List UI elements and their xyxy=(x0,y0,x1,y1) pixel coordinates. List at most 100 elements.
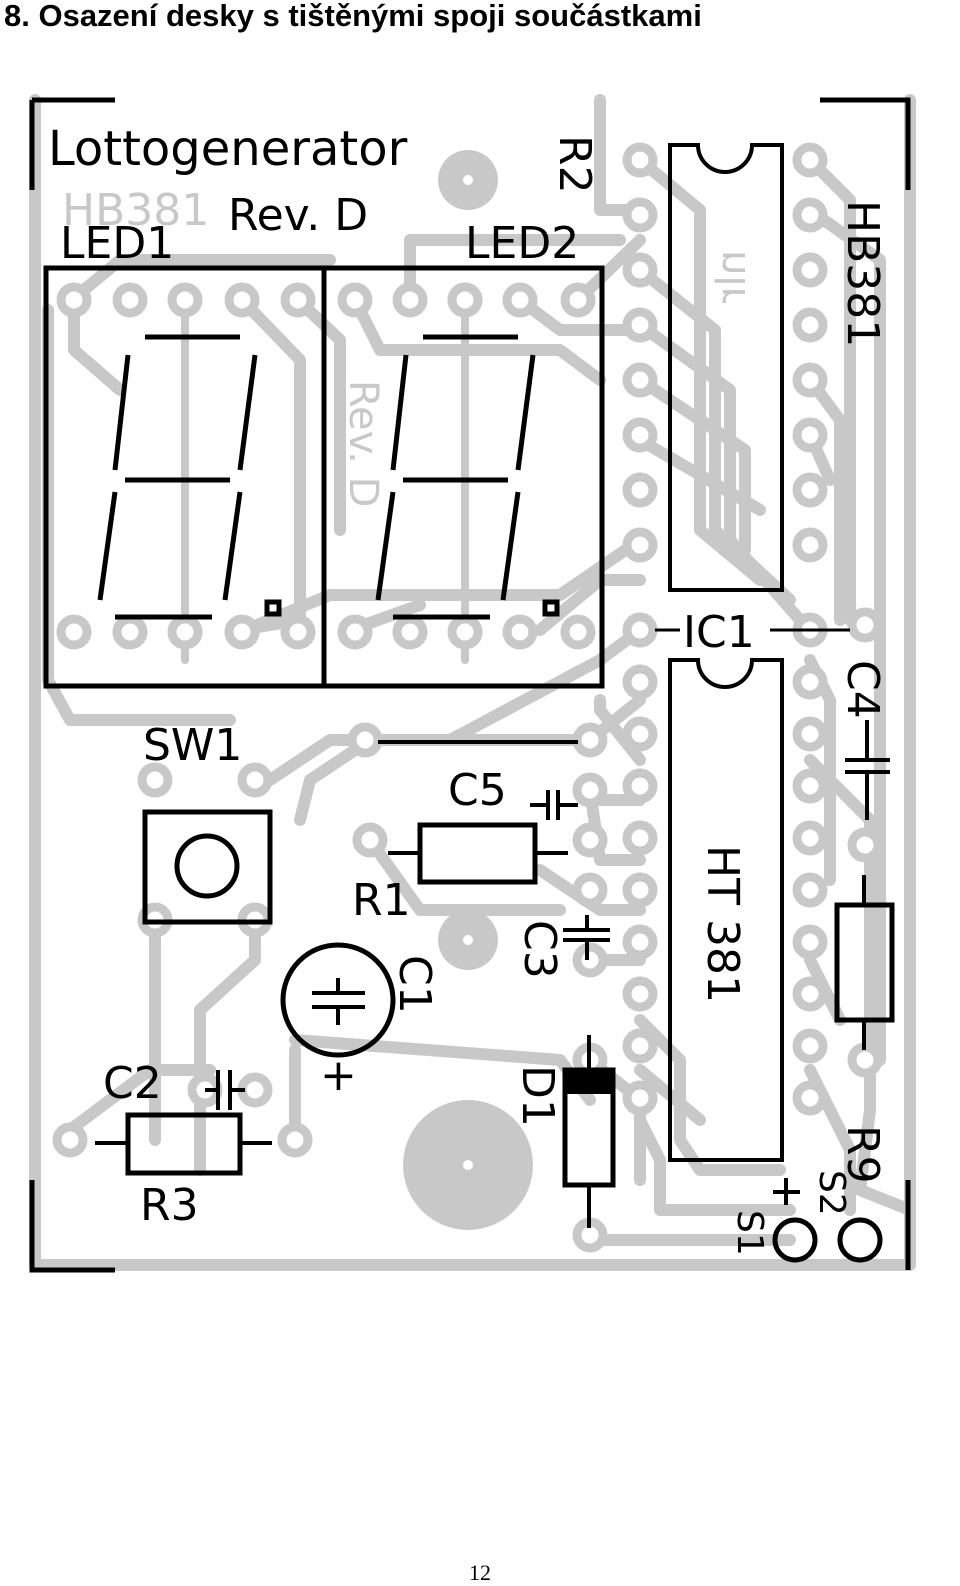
solder-pad xyxy=(792,417,828,453)
solder-pad xyxy=(792,716,828,752)
solder-pad xyxy=(792,872,828,908)
solder-pad xyxy=(56,614,92,650)
solder-pad xyxy=(572,722,608,758)
solder-pad xyxy=(622,924,658,960)
solder-pad xyxy=(224,282,260,318)
solder-pad xyxy=(792,362,828,398)
solder-pad xyxy=(337,282,373,318)
solder-pad xyxy=(792,142,828,178)
solder-pad xyxy=(224,614,260,650)
solder-pad xyxy=(622,307,658,343)
solder-pad xyxy=(847,827,883,863)
solder-pad xyxy=(280,282,316,318)
solder-pad xyxy=(792,664,828,700)
label-c2: C2 xyxy=(103,1058,162,1109)
solder-pad xyxy=(502,614,538,650)
solder-pad xyxy=(622,976,658,1012)
solder-pad xyxy=(792,976,828,1012)
solder-pad xyxy=(622,472,658,508)
solder-pad xyxy=(622,872,658,908)
solder-pad xyxy=(622,1080,658,1116)
r1-body xyxy=(417,822,538,885)
label-c4: C4 xyxy=(837,660,888,719)
solder-pad xyxy=(277,1122,313,1158)
solder-pad xyxy=(560,614,596,650)
solder-pad xyxy=(792,197,828,233)
solder-pad xyxy=(622,527,658,563)
solder-pad xyxy=(622,142,658,178)
label-ic-part: HT 381 xyxy=(697,845,748,1003)
label-r9: R9 xyxy=(837,1125,888,1184)
solder-pad xyxy=(337,614,373,650)
led1-segments xyxy=(97,334,282,620)
solder-pad xyxy=(792,307,828,343)
solder-pad xyxy=(447,614,483,650)
solder-pad xyxy=(792,924,828,960)
solder-pad xyxy=(622,820,658,856)
solder-pad xyxy=(792,252,828,288)
solder-pad xyxy=(622,716,658,752)
label-r3: R3 xyxy=(140,1180,199,1231)
board-title: Lottogenerator xyxy=(48,121,408,177)
s1-pad xyxy=(772,1217,818,1263)
solder-pad xyxy=(622,768,658,804)
solder-pad xyxy=(622,612,658,648)
solder-pad xyxy=(167,614,203,650)
c1-plus-sign: + xyxy=(320,1050,357,1101)
s2-pad xyxy=(837,1217,883,1263)
board-revision: Rev. D xyxy=(228,190,368,241)
solder-pad xyxy=(572,872,608,908)
copper-layer xyxy=(29,94,916,1271)
c1-body xyxy=(280,942,396,1058)
ic-lower-body xyxy=(668,658,784,1162)
solder-pad xyxy=(847,1042,883,1078)
label-r2: R2 xyxy=(549,135,600,194)
ghost-code-label: HB381 xyxy=(62,185,209,236)
label-s2: S2 xyxy=(811,1170,852,1216)
solder-pad xyxy=(280,614,316,650)
label-c3: C3 xyxy=(514,920,565,979)
label-chip-code: HB381 xyxy=(837,200,888,347)
solder-pad xyxy=(112,282,148,318)
solder-pad xyxy=(237,762,273,798)
solder-pad xyxy=(622,417,658,453)
page-heading: 8. Osazení desky s tištěnými spoji součá… xyxy=(4,0,702,33)
ic-upper-body xyxy=(668,143,784,592)
solder-pad xyxy=(792,472,828,508)
label-sw1: SW1 xyxy=(143,720,242,771)
solder-pad xyxy=(622,252,658,288)
solder-pad xyxy=(622,197,658,233)
solder-pad xyxy=(237,1072,273,1108)
pads xyxy=(52,142,883,1253)
solder-pad xyxy=(572,772,608,808)
solder-pad xyxy=(622,1028,658,1064)
solder-pad xyxy=(622,664,658,700)
solder-pad xyxy=(572,822,608,858)
ghost-mirror-label: nlr xyxy=(709,250,755,303)
solder-pad xyxy=(392,614,428,650)
solder-pad xyxy=(622,362,658,398)
led2-outline xyxy=(321,265,605,689)
r3-body xyxy=(125,1112,243,1176)
silkscreen-layer xyxy=(29,97,911,1273)
sw1-outline xyxy=(142,809,273,925)
solder-pad xyxy=(56,282,92,318)
label-c5: C5 xyxy=(448,765,507,816)
label-c1: C1 xyxy=(389,955,440,1014)
solder-pad xyxy=(347,722,383,758)
label-led2: LED2 xyxy=(465,218,579,269)
solder-pad xyxy=(792,527,828,563)
solder-pad xyxy=(847,607,883,643)
solder-pad xyxy=(502,282,538,318)
solder-pad xyxy=(392,282,428,318)
d1-cathode-band xyxy=(565,1072,613,1094)
label-r1: R1 xyxy=(352,875,411,926)
label-ic1: IC1 xyxy=(683,607,755,658)
solder-pad xyxy=(792,1080,828,1116)
solder-pad xyxy=(137,762,173,798)
pcb-diagram: HB381 nlr Rev. D xyxy=(29,94,916,1273)
solder-pad xyxy=(447,282,483,318)
solder-pad xyxy=(352,822,388,858)
label-d1: D1 xyxy=(512,1065,563,1127)
sw1-button xyxy=(174,833,240,899)
